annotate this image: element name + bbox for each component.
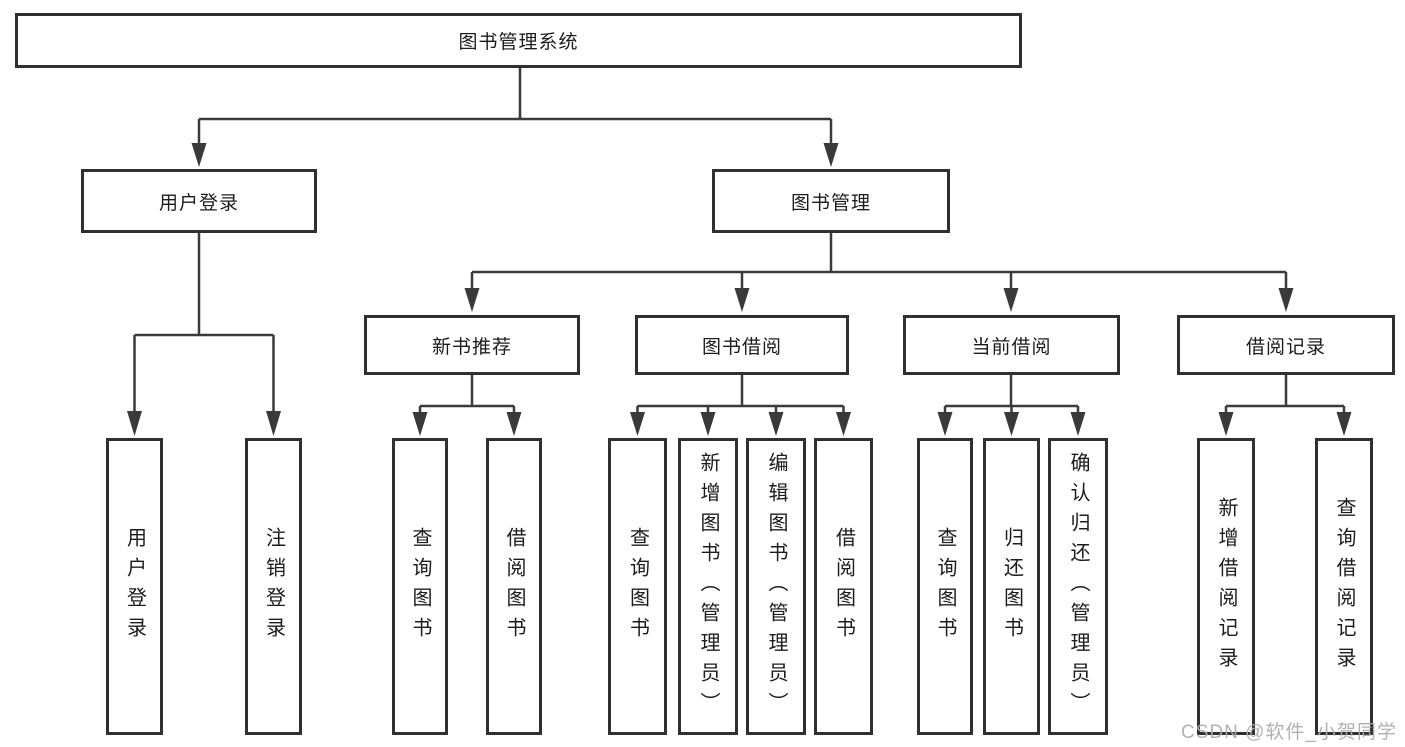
node-book-borrowing: 图书借阅 [635,315,849,375]
leaf-confirm-return-admin: 确认归还（管理员） [1048,438,1108,735]
connector-newbook-to-leaves [418,375,516,414]
leaf-query-books-current: 查询图书 [917,438,973,735]
leaf-return-books: 归还图书 [983,438,1040,735]
leaf-query-books-borrowing: 查询图书 [608,438,667,735]
leaf-add-books-admin: 新增图书（管理员） [678,438,738,735]
leaf-borrow-books-borrowing: 借阅图书 [814,438,873,735]
leaf-user-login: 用户登录 [106,438,163,735]
node-current-borrowing: 当前借阅 [903,315,1120,375]
leaf-add-borrow-record: 新增借阅记录 [1197,438,1255,735]
connector-borrow-to-leaves [636,375,845,414]
node-user-login: 用户登录 [81,169,317,233]
connector-current-to-leaves [943,375,1080,414]
connector-records-to-leaves [1224,375,1346,414]
csdn-watermark: CSDN @软件_小贺同学 [1181,722,1397,743]
arrowheads [127,143,1352,436]
node-new-book-recommend: 新书推荐 [364,315,580,375]
leaf-borrow-books-recommend: 借阅图书 [486,438,542,735]
leaf-logout: 注销登录 [245,438,302,735]
connector-root-to-level2 [197,68,833,145]
leaf-query-borrow-record: 查询借阅记录 [1315,438,1373,735]
connector-userlogin-to-leaves [133,233,275,413]
leaf-edit-books-admin: 编辑图书（管理员） [746,438,806,735]
node-borrowing-records: 借阅记录 [1177,315,1395,375]
connector-bookmgmt-to-level3 [470,233,1288,290]
leaf-query-books-recommend: 查询图书 [392,438,448,735]
node-library-management-system: 图书管理系统 [15,13,1022,68]
node-book-management: 图书管理 [712,169,950,233]
